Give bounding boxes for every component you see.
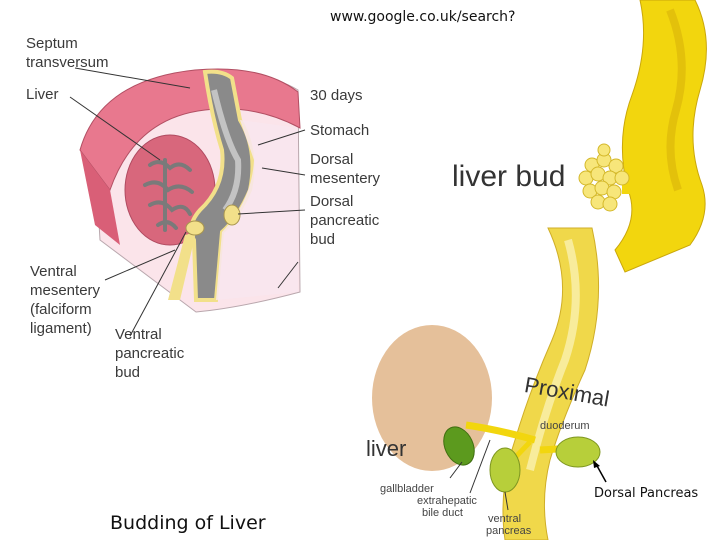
label-ventral-mesentery-4: ligament) bbox=[30, 320, 92, 337]
label-liver-bottom: liver bbox=[366, 436, 407, 461]
label-ventral-pancreatic-1: Ventral bbox=[115, 326, 162, 343]
septum-side bbox=[80, 150, 120, 245]
label-dorsal-pancreatic-3: bud bbox=[310, 231, 336, 248]
label-extrahepatic-1: extrahepatic bbox=[417, 495, 477, 507]
liver-bud-cluster bbox=[578, 143, 630, 212]
ventral-mesentery-membrane bbox=[168, 232, 196, 300]
dorsal-pancreas-arrow bbox=[595, 463, 607, 483]
ventral-pancreas-shape bbox=[489, 447, 521, 493]
label-dorsal-pancreas: Dorsal Pancreas bbox=[594, 486, 699, 501]
label-dorsal-mesentery-1: Dorsal bbox=[310, 151, 354, 168]
liver-cords bbox=[143, 158, 194, 232]
gut-tube-shade bbox=[666, 8, 686, 192]
dorsal-mesentery-membrane bbox=[216, 120, 298, 300]
label-extrahepatic-2: bile duct bbox=[422, 507, 463, 519]
label-septum-line1: Septum bbox=[26, 35, 78, 52]
label-stomach: Stomach bbox=[310, 122, 370, 139]
label-dorsal-mesentery-2: mesentery bbox=[310, 170, 381, 187]
label-ventral-pancreas-2: pancreas bbox=[486, 525, 532, 537]
bile-duct bbox=[465, 421, 536, 444]
dorsal-pancreas-shape bbox=[555, 436, 601, 468]
label-liver: Liver bbox=[26, 86, 59, 103]
url-text: www.google.co.uk/search? bbox=[330, 9, 516, 25]
label-dorsal-pancreatic-1: Dorsal bbox=[310, 193, 354, 210]
label-gallbladder: gallbladder bbox=[380, 483, 434, 495]
label-dorsal-pancreatic-2: pancreatic bbox=[310, 212, 380, 229]
label-duodenum: duoderum bbox=[540, 420, 590, 432]
label-ventral-mesentery-3: (falciform bbox=[30, 301, 92, 318]
label-ventral-mesentery-1: Ventral bbox=[30, 263, 77, 280]
label-age: 30 days bbox=[310, 87, 363, 104]
label-ventral-mesentery-2: mesentery bbox=[30, 282, 101, 299]
label-ventral-pancreatic-2: pancreatic bbox=[115, 345, 185, 362]
label-liver-bud: liver bud bbox=[452, 160, 566, 193]
gallbladder-shape bbox=[443, 426, 475, 466]
septum-transversum bbox=[79, 68, 301, 192]
label-septum-line2: transversum bbox=[26, 54, 109, 71]
label-ventral-pancreatic-3: bud bbox=[115, 364, 141, 381]
caption-budding-of-liver: Budding of Liver bbox=[110, 512, 266, 534]
gut-highlight bbox=[211, 89, 242, 212]
label-ventral-pancreas-1: ventral bbox=[488, 513, 522, 525]
dorsal-pancreatic-bud bbox=[223, 204, 241, 226]
ventral-pancreatic-bud bbox=[185, 220, 205, 236]
duodenum-highlight bbox=[526, 238, 580, 471]
